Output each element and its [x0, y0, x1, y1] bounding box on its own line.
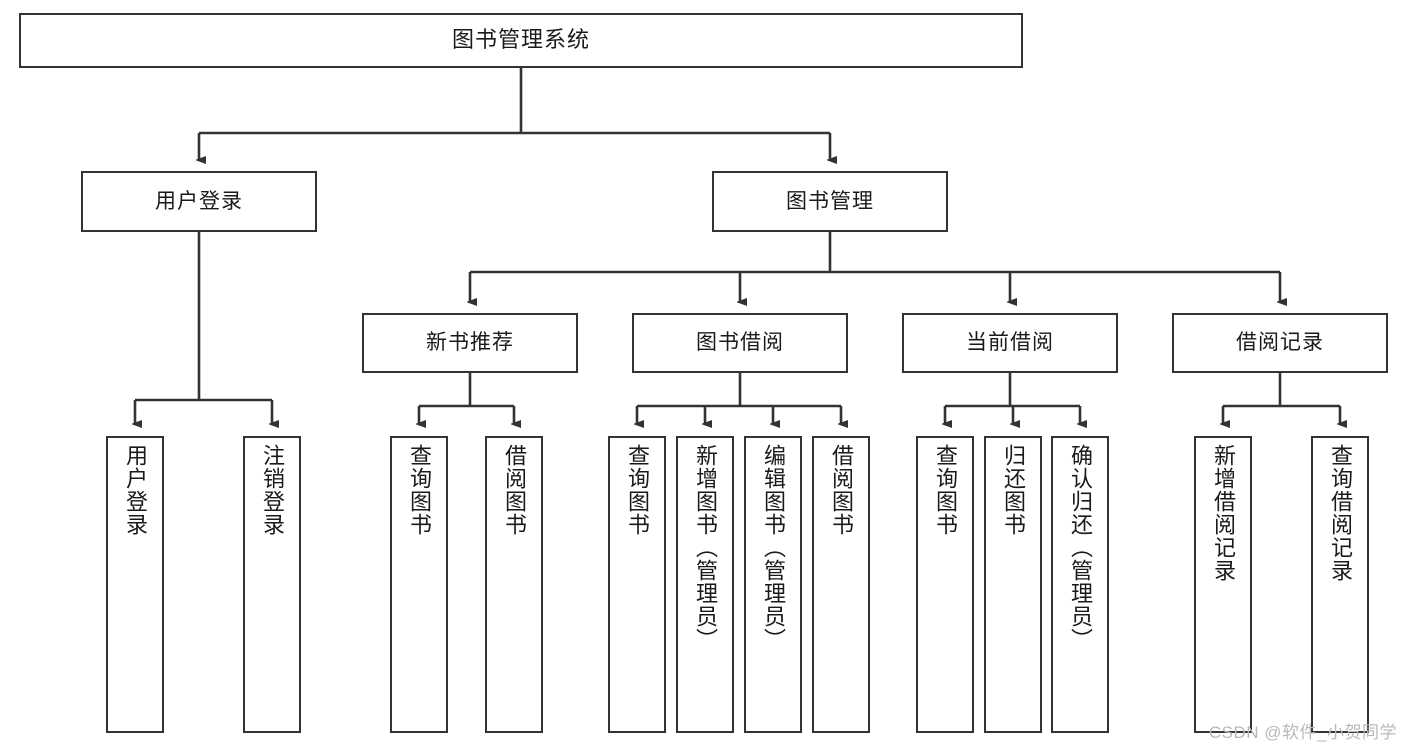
leaf-user-login-login[interactable]: 用户登录 — [106, 436, 164, 733]
node-label: 借阅图书 — [828, 444, 854, 536]
node-label: 查询借阅记录 — [1327, 444, 1353, 582]
node-label: 图书借阅 — [696, 331, 784, 355]
node-label: 编辑图书（管理员） — [760, 444, 786, 651]
leaf-current-borrow-query[interactable]: 查询图书 — [916, 436, 974, 733]
node-label: 查询图书 — [932, 444, 958, 536]
leaf-book-borrow-query[interactable]: 查询图书 — [608, 436, 666, 733]
leaf-user-login-logout[interactable]: 注销登录 — [243, 436, 301, 733]
node-book-borrow[interactable]: 图书借阅 — [632, 313, 848, 373]
node-user-login[interactable]: 用户登录 — [81, 171, 317, 232]
node-label: 新增图书（管理员） — [692, 444, 718, 651]
node-label: 确认归还（管理员） — [1067, 444, 1093, 651]
leaf-book-borrow-borrow[interactable]: 借阅图书 — [812, 436, 870, 733]
node-book-management[interactable]: 图书管理 — [712, 171, 948, 232]
node-label: 新书推荐 — [426, 331, 514, 355]
node-label: 借阅图书 — [501, 444, 527, 536]
leaf-current-borrow-return[interactable]: 归还图书 — [984, 436, 1042, 733]
leaf-borrow-record-query[interactable]: 查询借阅记录 — [1311, 436, 1369, 733]
node-label: 图书管理系统 — [451, 27, 590, 53]
leaf-book-borrow-edit[interactable]: 编辑图书（管理员） — [744, 436, 802, 733]
node-label: 查询图书 — [624, 444, 650, 536]
node-borrow-record[interactable]: 借阅记录 — [1172, 313, 1388, 373]
leaf-new-book-borrow[interactable]: 借阅图书 — [485, 436, 543, 733]
node-current-borrow[interactable]: 当前借阅 — [902, 313, 1118, 373]
watermark: CSDN @软件_小贺同学 — [1208, 723, 1397, 742]
leaf-current-borrow-confirm-return[interactable]: 确认归还（管理员） — [1051, 436, 1109, 733]
leaf-new-book-query[interactable]: 查询图书 — [390, 436, 448, 733]
node-new-book-recommend[interactable]: 新书推荐 — [362, 313, 578, 373]
leaf-book-borrow-add[interactable]: 新增图书（管理员） — [676, 436, 734, 733]
leaf-borrow-record-add[interactable]: 新增借阅记录 — [1194, 436, 1252, 733]
node-label: 注销登录 — [259, 444, 285, 536]
node-label: 查询图书 — [406, 444, 432, 536]
node-label: 当前借阅 — [966, 331, 1054, 355]
node-label: 借阅记录 — [1236, 331, 1324, 355]
node-label: 归还图书 — [1000, 444, 1026, 536]
node-label: 图书管理 — [786, 189, 874, 213]
node-root-system[interactable]: 图书管理系统 — [19, 13, 1023, 68]
node-label: 用户登录 — [122, 444, 148, 536]
node-label: 用户登录 — [155, 189, 243, 213]
node-label: 新增借阅记录 — [1210, 444, 1236, 582]
